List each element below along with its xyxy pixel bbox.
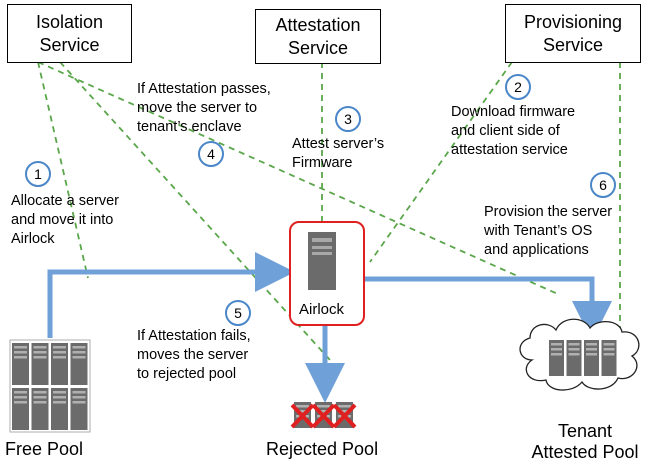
flow-arrows — [47, 252, 612, 403]
tenant-servers-icon — [549, 340, 617, 376]
rejected-servers-icon — [290, 402, 357, 429]
provisioning-service-box: Provisioning Service — [505, 4, 641, 63]
isolation-to-tenant-line — [37, 61, 561, 296]
airlock-server-icon — [308, 232, 336, 290]
server-unit — [70, 388, 88, 430]
step-5-text: If Attestation fails, moves the server t… — [137, 328, 251, 382]
airlock-to-tenant-arrow — [365, 276, 612, 341]
isolation-service-box: Isolation Service — [7, 4, 132, 63]
step-3-circle: 3 — [335, 106, 361, 132]
provisioning-to-airlock-line — [369, 61, 513, 263]
server-unit — [31, 388, 49, 430]
reject-x-mark — [332, 403, 357, 429]
tenant-server-unit — [566, 340, 582, 376]
server-unit — [12, 388, 29, 430]
server-unit — [70, 343, 88, 385]
server-unit — [31, 343, 49, 385]
tenant-pool-label: Tenant Attested Pool — [531, 421, 639, 462]
server-unit — [51, 388, 68, 430]
step-5-circle: 5 — [225, 300, 251, 326]
server-unit — [12, 343, 29, 385]
tenant-server-unit — [601, 340, 617, 376]
rejected-pool-label: Rejected Pool — [266, 439, 379, 459]
step-1-circle: 1 — [25, 161, 51, 187]
free-pool-servers-icon — [9, 339, 91, 433]
airlock-label: Airlock — [299, 301, 345, 318]
tenant-server-unit — [584, 340, 599, 376]
step-6-text: Provision the server with Tenant’s OS an… — [484, 204, 613, 258]
step-2-text: Download firmware and client side of att… — [451, 104, 576, 158]
free-to-airlock-arrow — [47, 252, 295, 338]
isolation-to-airlock-line — [37, 61, 89, 279]
server-unit — [51, 343, 68, 385]
tenant-server-unit — [549, 340, 564, 376]
step-2-circle: 2 — [505, 74, 531, 100]
step-1-text: Allocate a server and move it into Airlo… — [11, 193, 119, 247]
free-pool-label: Free Pool — [5, 439, 84, 459]
step-4-circle: 4 — [198, 141, 224, 167]
step-3-text: Attest server’s Firmware — [292, 136, 385, 171]
step-6-circle: 6 — [590, 172, 616, 198]
control-lines — [37, 61, 621, 361]
reject-x-mark — [311, 403, 336, 429]
step-4-text: If Attestation passes, move the server t… — [137, 81, 271, 135]
attestation-service-box: Attestation Service — [255, 9, 381, 64]
reject-x-mark — [290, 403, 315, 429]
isolation-to-rejected-line — [59, 61, 331, 361]
